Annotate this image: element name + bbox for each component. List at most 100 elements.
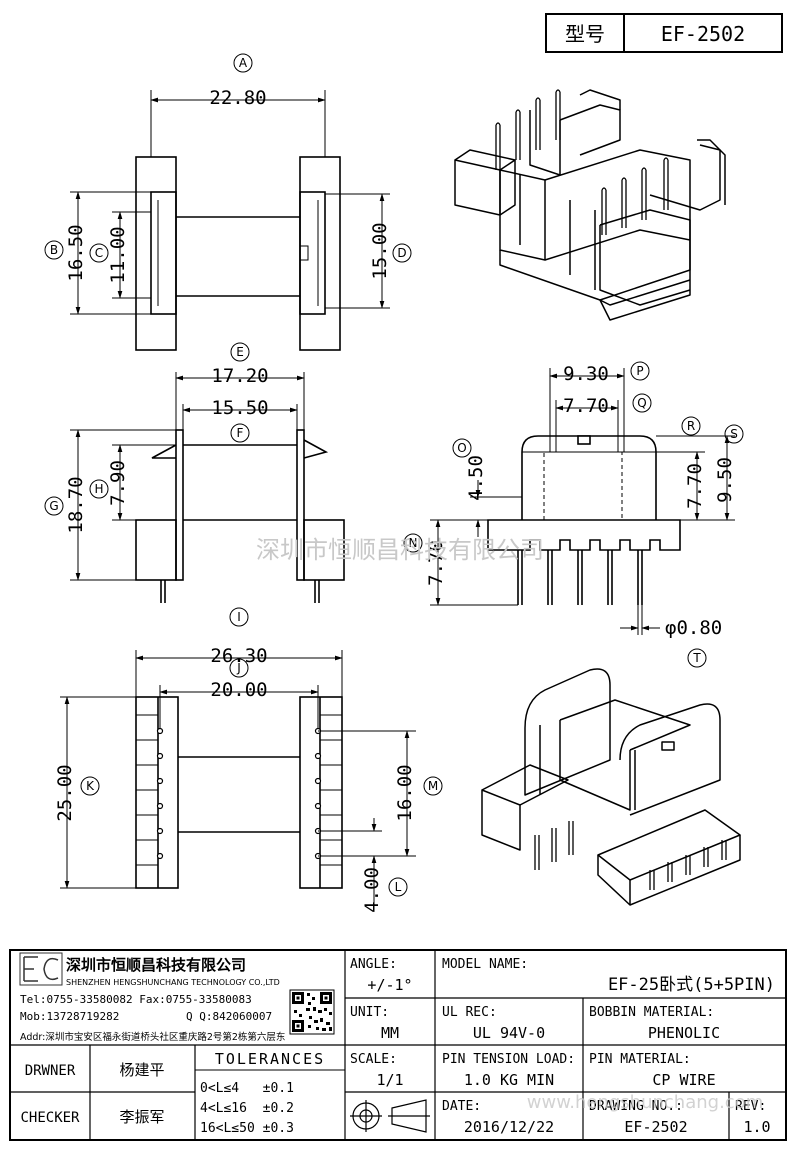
- svg-text:M: M: [428, 779, 438, 793]
- rev-value: 1.0: [743, 1118, 770, 1136]
- ul-rec-value: UL 94V-0: [473, 1024, 545, 1042]
- front-view: [135, 429, 345, 603]
- bottom-view-pins: [156, 727, 322, 860]
- tolerances-title: TOLERANCES: [215, 1050, 325, 1068]
- watermark-company: 深圳市恒顺昌科技有限公司: [256, 536, 544, 564]
- drawer-name: 杨建平: [119, 1061, 164, 1079]
- svg-text:Q: Q: [637, 396, 646, 410]
- company-name-en: SHENZHEN HENGSHUNCHANG TECHNOLOGY CO.,LT…: [66, 978, 280, 987]
- tolerance-row-1: 0<L≤4 ±0.1: [200, 1081, 294, 1096]
- svg-text:N: N: [409, 536, 418, 550]
- isometric-view-top: [454, 89, 726, 321]
- side-view: [487, 435, 681, 605]
- svg-text:S: S: [730, 427, 738, 441]
- dim-L-value: 4.00: [361, 867, 383, 913]
- watermark-website: www.hengshunchang.com: [527, 1092, 764, 1113]
- angle-label: ANGLE:: [350, 957, 397, 972]
- company-tel: Tel:0755-33580082 Fax:0755-33580083: [20, 993, 252, 1006]
- dim-D-value: 15.00: [369, 222, 391, 279]
- angle-value: +/-1°: [367, 976, 412, 994]
- tolerance-row-2: 4<L≤16 ±0.2: [200, 1101, 294, 1116]
- qr-code: [289, 989, 335, 1035]
- svg-text:O: O: [457, 441, 466, 455]
- scale-label: SCALE:: [350, 1052, 397, 1067]
- dim-lines-view1: [70, 90, 390, 315]
- dim-P-value: 9.30: [563, 363, 609, 385]
- company-logo: [19, 952, 63, 986]
- svg-text:J: J: [236, 661, 241, 675]
- drawing-no-label: DRAWING NO.:: [589, 1099, 683, 1114]
- label-bubbles-view1: [44, 53, 412, 263]
- bobbin-material-value: PHENOLIC: [648, 1024, 720, 1042]
- company-qq: Q Q:842060007: [186, 1010, 272, 1023]
- svg-text:R: R: [687, 419, 695, 433]
- label-bubbles-view2: [44, 342, 250, 516]
- dim-K-value: 25.00: [54, 764, 76, 821]
- company-mob: Mob:13728719282: [20, 1010, 119, 1023]
- label-bubbles-view4: [403, 361, 744, 668]
- dim-N-value: 7.70: [425, 540, 447, 586]
- dim-M-value: 16.00: [394, 764, 416, 821]
- company-name-cn: 深圳市恒顺昌科技有限公司: [66, 956, 246, 974]
- dim-C-value: 11.00: [107, 226, 129, 283]
- svg-text:I: I: [237, 610, 241, 624]
- date-label: DATE:: [442, 1099, 481, 1114]
- header-box: 型号 EF-2502: [545, 13, 783, 53]
- dim-S-value: 9.50: [714, 457, 736, 503]
- dim-E-value: 17.20: [211, 365, 268, 387]
- tolerance-row-3: 16<L≤50 ±0.3: [200, 1121, 294, 1136]
- svg-text:D: D: [397, 246, 406, 260]
- unit-value: MM: [381, 1024, 399, 1042]
- pin-material-label: PIN MATERIAL:: [589, 1052, 691, 1067]
- isometric-view-bottom: [481, 668, 741, 906]
- scale-value: 1/1: [376, 1071, 403, 1089]
- dim-R-value: 7.70: [684, 463, 706, 509]
- isometric-bottom-pins: [534, 821, 727, 890]
- svg-text:B: B: [50, 243, 58, 257]
- date-value: 2016/12/22: [464, 1118, 554, 1136]
- dim-A-value: 22.80: [209, 87, 266, 109]
- drawing-no-value: EF-2502: [624, 1118, 687, 1136]
- model-label: 型号: [565, 22, 605, 46]
- dim-H-value: 7.90: [107, 460, 129, 506]
- dim-F-value: 15.50: [211, 397, 268, 419]
- svg-text:P: P: [636, 364, 643, 378]
- rev-label: REV:: [735, 1099, 766, 1114]
- svg-text:C: C: [95, 246, 103, 260]
- dim-lines-view4: [430, 368, 735, 635]
- model-name-label: MODEL NAME:: [442, 957, 528, 972]
- svg-text:F: F: [237, 426, 244, 440]
- pin-tension-label: PIN TENSION LOAD:: [442, 1052, 575, 1067]
- svg-text:L: L: [395, 880, 402, 894]
- dim-G-value: 18.70: [65, 476, 87, 533]
- dim-lines-view2: [70, 372, 305, 581]
- company-addr: Addr:深圳市宝安区福永街道桥头社区重庆路2号第2栋第六层东: [20, 1031, 285, 1043]
- model-name-value: EF-25卧式(5+5PIN): [608, 975, 775, 995]
- dim-T-value: φ0.80: [665, 617, 722, 639]
- bobbin-material-label: BOBBIN MATERIAL:: [589, 1005, 714, 1020]
- top-view: [135, 156, 341, 351]
- dim-Q-value: 7.70: [563, 395, 609, 417]
- dim-J-value: 20.00: [210, 679, 267, 701]
- drawer-label: DRWNER: [25, 1063, 76, 1079]
- model-value: EF-2502: [661, 22, 745, 46]
- bottom-view: [135, 696, 343, 889]
- svg-text:E: E: [236, 345, 244, 359]
- svg-text:H: H: [94, 482, 103, 496]
- svg-text:G: G: [49, 499, 58, 513]
- svg-text:T: T: [692, 651, 701, 665]
- svg-text:A: A: [239, 56, 248, 70]
- unit-label: UNIT:: [350, 1005, 389, 1020]
- ul-rec-label: UL REC:: [442, 1005, 497, 1020]
- label-bubbles-view3: [80, 607, 443, 897]
- title-block: [9, 949, 787, 1141]
- pin-material-value: CP WIRE: [652, 1071, 715, 1089]
- checker-label: CHECKER: [20, 1110, 80, 1126]
- dim-O-value: 4.50: [465, 455, 487, 501]
- svg-text:K: K: [86, 779, 95, 793]
- dim-lines-view3: [60, 650, 416, 910]
- isometric-top-pins: [495, 89, 669, 235]
- projection-symbol: [350, 1099, 430, 1133]
- dim-B-value: 16.50: [65, 224, 87, 281]
